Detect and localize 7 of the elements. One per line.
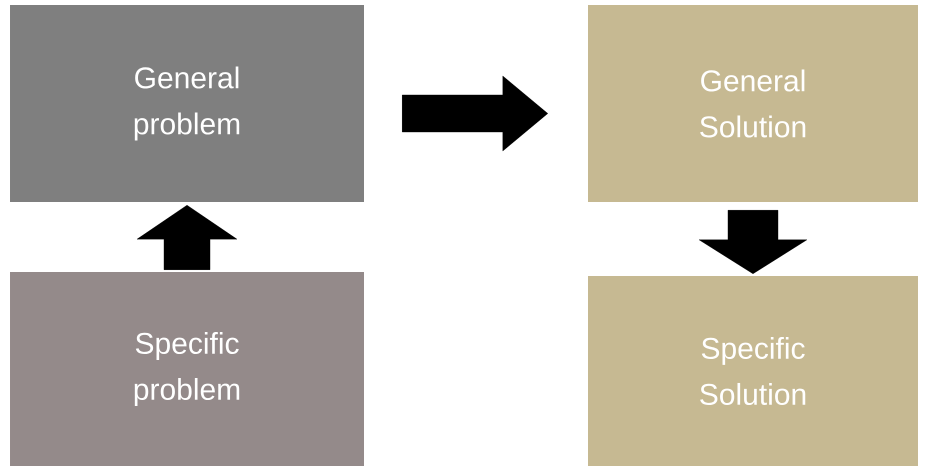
block-arrow — [402, 76, 548, 152]
block-arrow — [136, 205, 238, 270]
process-box: General problem — [10, 5, 364, 202]
block-arrow — [698, 210, 808, 274]
process-box: Specific problem — [10, 272, 364, 466]
process-box: Specific Solution — [588, 276, 918, 466]
process-box: General Solution — [588, 5, 918, 202]
